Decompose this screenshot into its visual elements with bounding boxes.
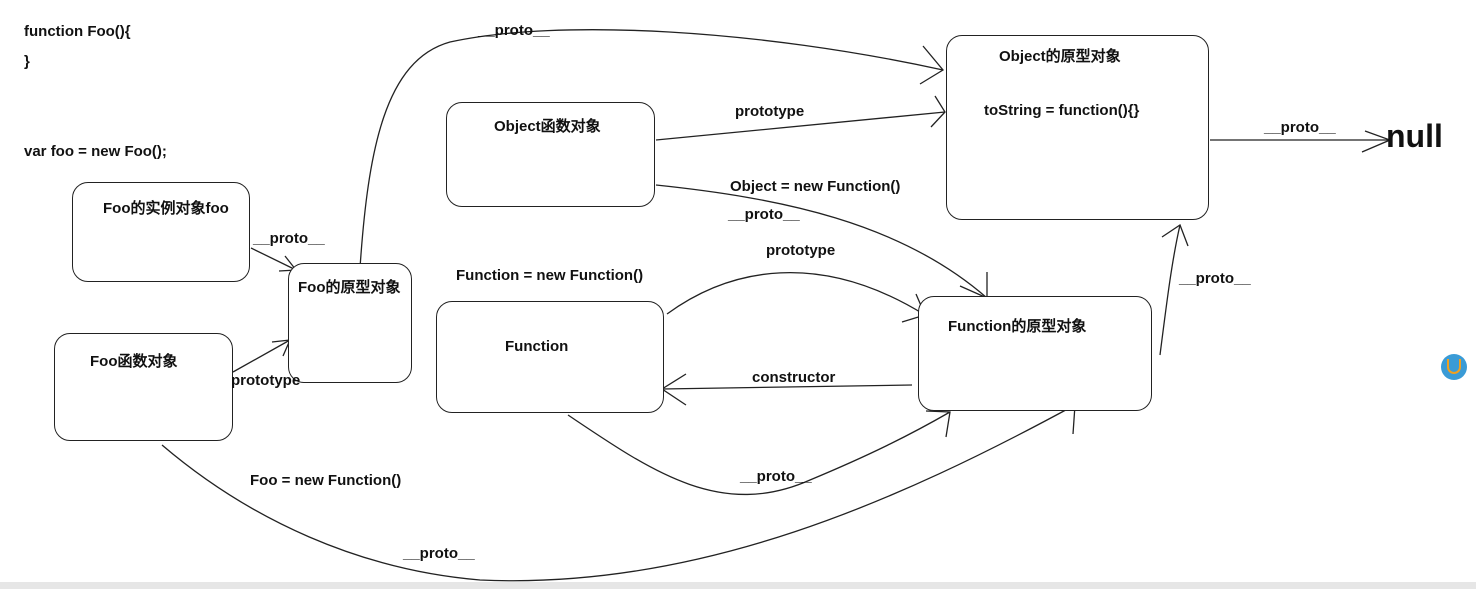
- function-label: Function: [505, 338, 569, 355]
- label-prototype-foo: prototype: [231, 372, 301, 389]
- object-prototype-box: Object的原型对象 toString = function(){}: [946, 35, 1209, 220]
- foo-function-box: Foo函数对象: [54, 333, 233, 441]
- code-line-new-foo: var foo = new Foo();: [24, 143, 167, 160]
- arrow-proto-function-bottom: [567, 411, 951, 496]
- foo-instance-box: Foo的实例对象foo: [72, 182, 250, 282]
- label-proto-object-prototype: __proto__: [1264, 119, 1336, 136]
- arrow-proto-foo-prototype: [359, 29, 944, 269]
- object-function-box: Object函数对象: [446, 102, 655, 207]
- power-icon: [1447, 359, 1461, 374]
- object-prototype-title: Object的原型对象: [999, 48, 1121, 65]
- label-proto-foo-prototype: __proto__: [478, 22, 550, 39]
- function-prototype-label: Function的原型对象: [948, 318, 1087, 335]
- label-prototype-object: prototype: [735, 103, 805, 120]
- arrow-proto-object-function: [655, 184, 988, 299]
- function-box: Function: [436, 301, 664, 413]
- label-foo-new-function: Foo = new Function(): [250, 472, 402, 489]
- foo-function-label: Foo函数对象: [90, 353, 178, 370]
- arrow-prototype-foo: [232, 339, 291, 373]
- null-terminal: null: [1386, 118, 1443, 154]
- foo-prototype-box: Foo的原型对象: [288, 263, 412, 383]
- foo-prototype-label: Foo的原型对象: [298, 279, 401, 296]
- arrow-prototype-function: [666, 272, 926, 316]
- foo-instance-label: Foo的实例对象foo: [103, 200, 229, 217]
- label-function-new-function: Function = new Function(): [456, 267, 644, 284]
- bottom-bar: [0, 582, 1476, 589]
- label-proto-function-prototype: __proto__: [1179, 270, 1251, 287]
- label-proto-foo-bottom: __proto__: [403, 545, 475, 562]
- arrow-prototype-object: [655, 111, 946, 141]
- arrow-proto-foo-instance: [250, 247, 297, 271]
- function-prototype-box: Function的原型对象: [918, 296, 1152, 411]
- code-line-close-brace: }: [24, 53, 30, 70]
- arrow-proto-function-prototype: [1159, 224, 1181, 356]
- floating-app-icon[interactable]: [1441, 354, 1467, 380]
- arrow-constructor: [661, 384, 913, 390]
- label-proto-function-bottom: __proto__: [740, 468, 812, 485]
- object-function-label: Object函数对象: [494, 118, 601, 135]
- label-proto-object-function: __proto__: [728, 206, 800, 223]
- arrow-proto-foo-bottom: [161, 404, 1076, 582]
- label-proto-foo-instance: __proto__: [253, 230, 325, 247]
- code-line-function-foo: function Foo(){: [24, 23, 131, 40]
- label-prototype-function: prototype: [766, 242, 836, 259]
- label-object-new-function: Object = new Function(): [730, 178, 901, 195]
- object-prototype-tostring: toString = function(){}: [984, 102, 1140, 119]
- label-constructor: constructor: [752, 369, 836, 386]
